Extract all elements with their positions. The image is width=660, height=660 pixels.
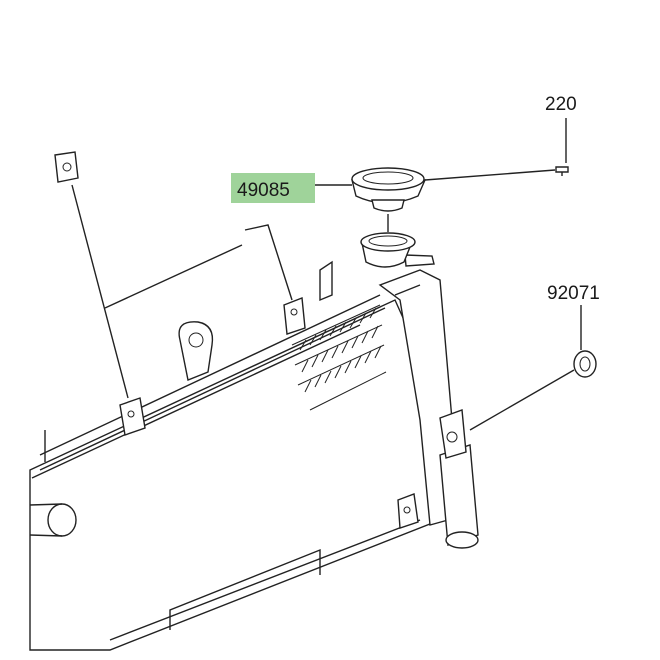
screw xyxy=(555,166,569,176)
highlight-49085 xyxy=(231,173,315,203)
radiator-cap xyxy=(351,167,427,212)
label-92071[interactable]: 92071 xyxy=(547,283,600,304)
radiator xyxy=(29,254,479,651)
label-220[interactable]: 220 xyxy=(545,94,577,115)
leader-lines xyxy=(71,118,582,431)
filler-neck xyxy=(360,232,416,268)
clip-nut xyxy=(54,151,79,183)
label-49085[interactable]: 49085 xyxy=(237,180,290,201)
grommet xyxy=(573,350,597,378)
